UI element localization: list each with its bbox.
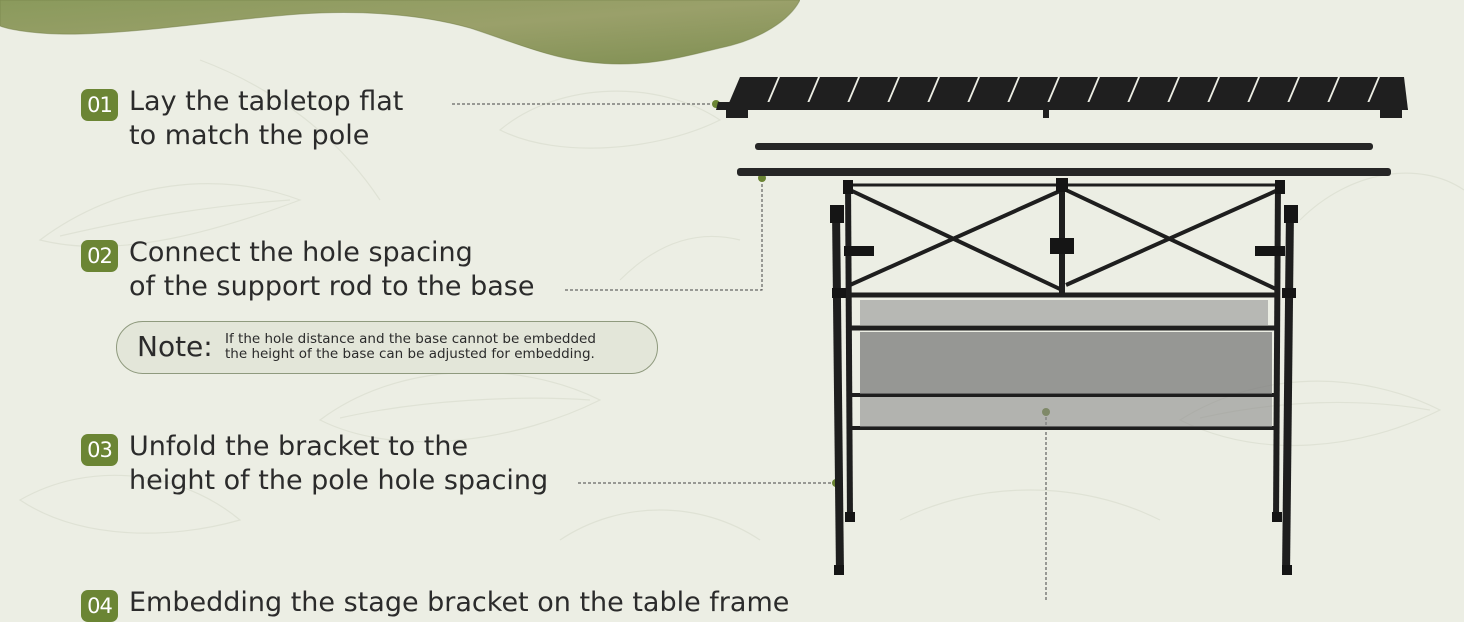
step-3-line-1: Unfold the bracket to the — [129, 431, 469, 462]
step-3-line-2: height of the pole hole spacing — [129, 465, 549, 496]
note-line-2: the height of the base can be adjusted f… — [225, 346, 595, 362]
step-2-text: Connect the hole spacing of the support … — [129, 236, 534, 304]
step-2-line-1: Connect the hole spacing — [129, 237, 473, 268]
note-line-1: If the hole distance and the base cannot… — [225, 331, 596, 347]
step-1-badge: 01 — [81, 89, 118, 121]
table-illustration — [716, 77, 1408, 576]
mesh-basket — [860, 300, 1272, 427]
note-text: If the hole distance and the base cannot… — [225, 332, 596, 362]
step-2-line-2: of the support rod to the base — [129, 271, 535, 302]
note-box: Note: If the hole distance and the base … — [116, 321, 658, 374]
step-3-text: Unfold the bracket to the height of the … — [129, 430, 548, 498]
tabletop-slats — [726, 77, 1408, 110]
support-poles — [737, 143, 1391, 176]
step-4-badge: 04 — [81, 590, 118, 622]
table-frame — [832, 179, 1294, 576]
step-2-badge: 02 — [81, 240, 118, 272]
step-4-line-1: Embedding the stage bracket on the table… — [129, 587, 790, 618]
frame-joints — [830, 178, 1298, 575]
step-1-line-1: Lay the tabletop flat — [129, 86, 404, 117]
note-label: Note: — [137, 330, 213, 363]
step-1-line-2: to match the pole — [129, 120, 370, 151]
step-4-text: Embedding the stage bracket on the table… — [129, 586, 789, 620]
tabletop — [716, 77, 1408, 118]
step-1-text: Lay the tabletop flat to match the pole — [129, 85, 403, 153]
step-3-badge: 03 — [81, 434, 118, 466]
grass-patch — [0, 0, 800, 65]
